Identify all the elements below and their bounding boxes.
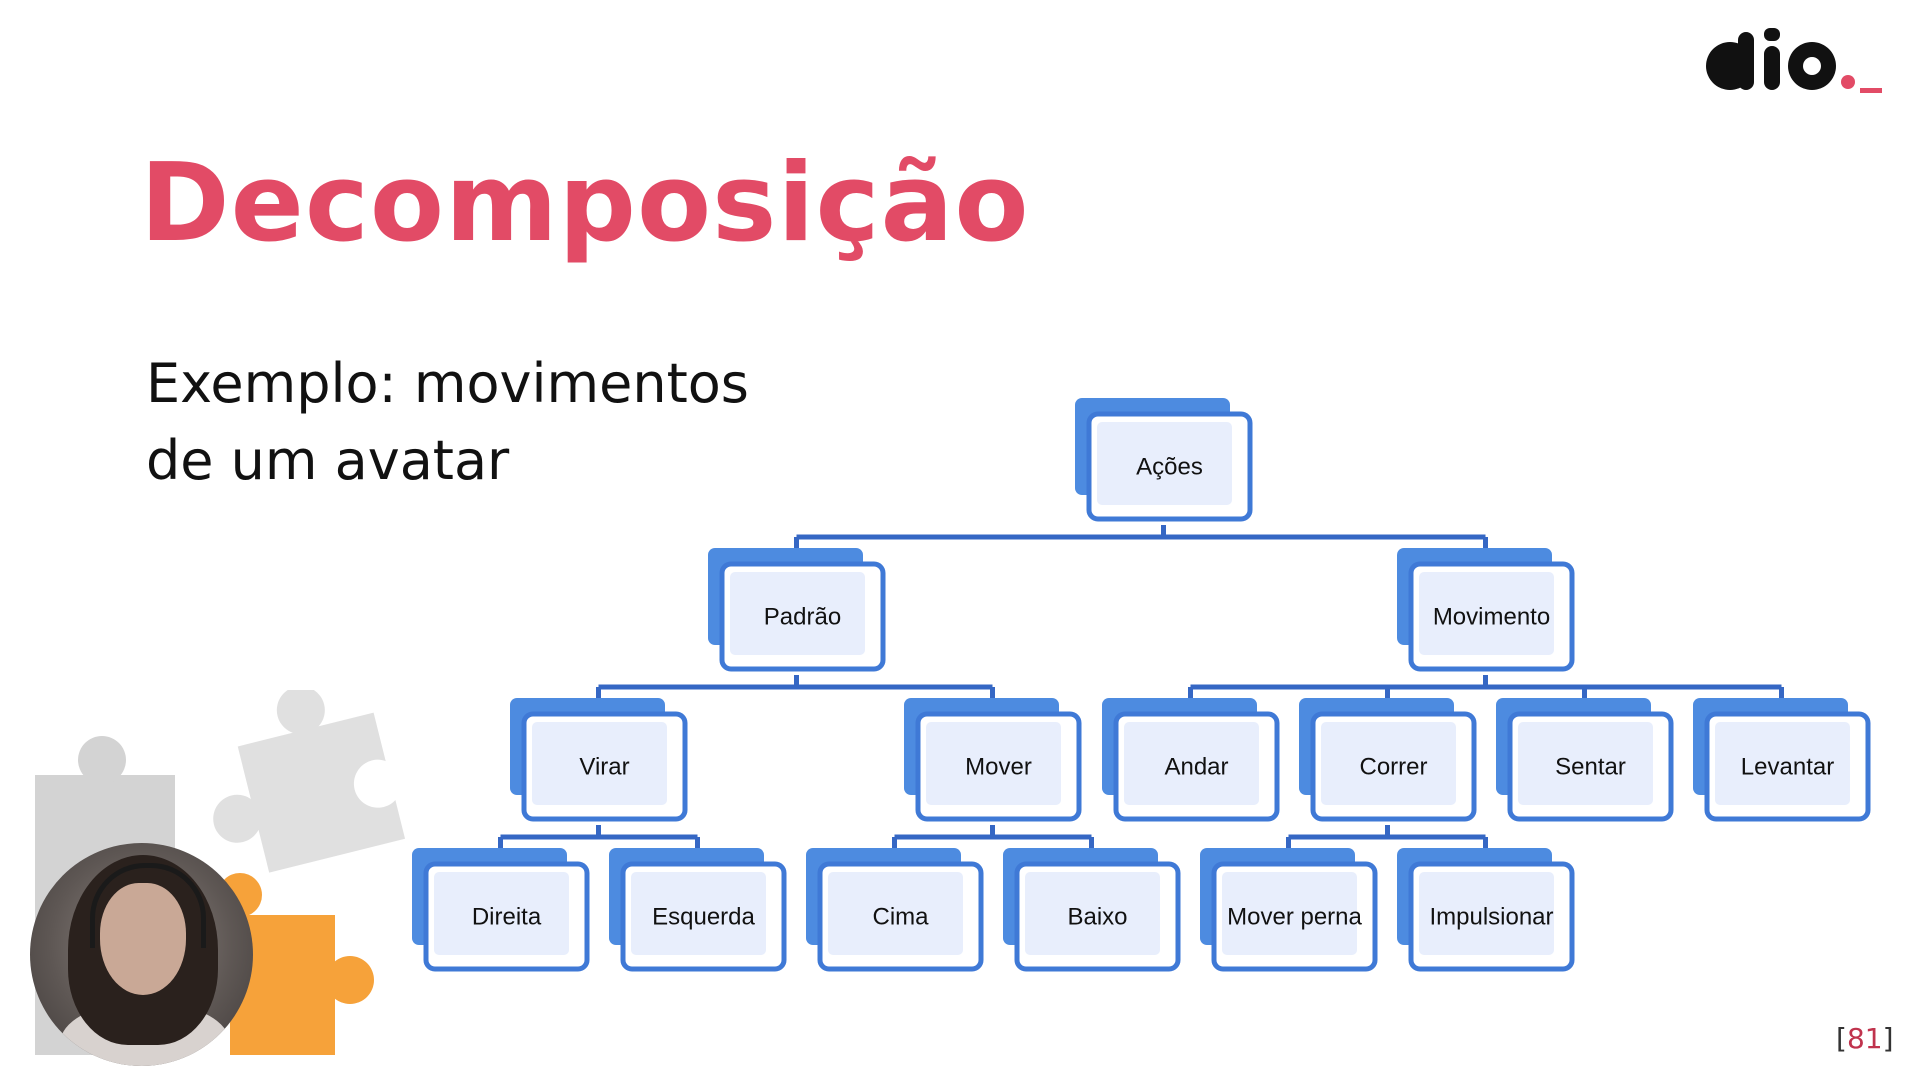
node-acoes: Ações — [1075, 398, 1253, 522]
node-label-padrao: Padrão — [764, 604, 841, 631]
node-label-virar: Virar — [579, 754, 629, 781]
node-label-cima: Cima — [872, 904, 929, 931]
puzzle-piece-gray-tilted — [213, 690, 406, 873]
connector-padrao — [596, 675, 995, 702]
node-levantar: Levantar — [1693, 698, 1871, 822]
node-mover-perna: Mover perna — [1200, 848, 1378, 972]
node-direita: Direita — [412, 848, 590, 972]
page-number: [81] — [1836, 1022, 1894, 1055]
node-label-levantar: Levantar — [1741, 754, 1834, 781]
node-label-esquerda: Esquerda — [652, 904, 755, 931]
connector-correr — [1286, 825, 1488, 852]
connector-mover — [892, 825, 1094, 852]
presenter-webcam — [30, 843, 253, 1066]
node-baixo: Baixo — [1003, 848, 1181, 972]
node-label-mover-perna: Mover perna — [1227, 904, 1362, 931]
node-sentar: Sentar — [1496, 698, 1674, 822]
node-label-acoes: Ações — [1136, 454, 1203, 481]
node-esquerda: Esquerda — [609, 848, 787, 972]
node-label-sentar: Sentar — [1555, 754, 1626, 781]
node-impulsionar: Impulsionar — [1397, 848, 1575, 972]
node-correr: Correr — [1299, 698, 1477, 822]
dio-logo — [1706, 28, 1882, 93]
node-movimento: Movimento — [1397, 548, 1575, 672]
node-label-impulsionar: Impulsionar — [1429, 904, 1553, 931]
connector-virar — [498, 825, 700, 852]
node-padrao: Padrão — [708, 548, 886, 672]
node-label-direita: Direita — [472, 904, 542, 931]
subtitle-line-2: de um avatar — [146, 429, 510, 492]
headset-icon — [90, 863, 206, 948]
connector-acoes — [794, 525, 1488, 552]
slide-subtitle: Exemplo: movimentos de um avatar — [146, 345, 749, 499]
node-label-mover: Mover — [965, 754, 1032, 781]
node-andar: Andar — [1102, 698, 1280, 822]
node-cima: Cima — [806, 848, 984, 972]
connector-movimento — [1188, 675, 1784, 702]
node-label-correr: Correr — [1359, 754, 1427, 781]
slide-title: Decomposição — [140, 141, 1030, 266]
node-label-andar: Andar — [1164, 754, 1228, 781]
node-mover: Mover — [904, 698, 1082, 822]
subtitle-line-1: Exemplo: movimentos — [146, 352, 749, 415]
node-virar: Virar — [510, 698, 688, 822]
node-label-movimento: Movimento — [1433, 604, 1550, 631]
node-label-baixo: Baixo — [1067, 904, 1127, 931]
